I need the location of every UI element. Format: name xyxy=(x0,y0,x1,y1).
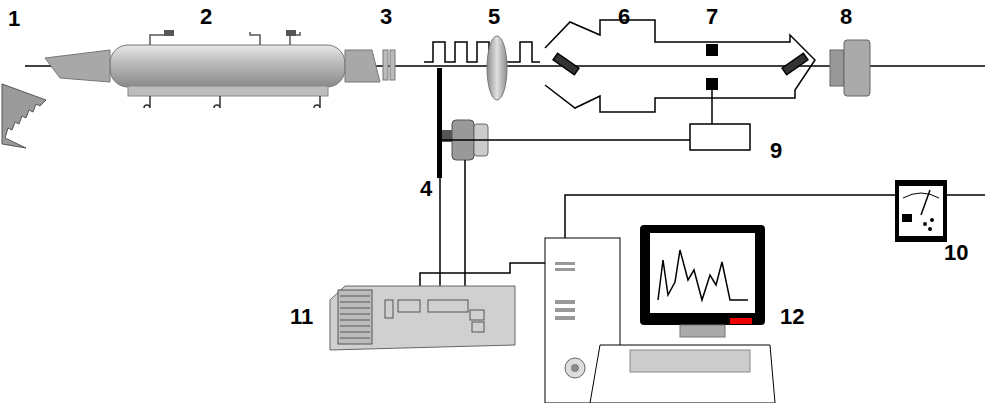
chopper xyxy=(437,68,488,178)
computer xyxy=(545,225,775,403)
callout-number: 10 xyxy=(944,242,968,264)
power-meter-head xyxy=(830,40,870,96)
microphone xyxy=(706,44,718,56)
grating xyxy=(2,84,46,148)
lens xyxy=(487,36,507,100)
window xyxy=(383,50,388,80)
callout-number: 7 xyxy=(706,6,718,28)
callout-number: 6 xyxy=(618,6,630,28)
preamplifier xyxy=(690,124,750,150)
meter xyxy=(895,180,947,242)
callout-number: 1 xyxy=(8,8,20,30)
microphone xyxy=(706,78,718,90)
laser-tube xyxy=(45,30,380,108)
callout-number: 9 xyxy=(770,140,782,162)
signal-wires xyxy=(345,140,985,300)
callout-number: 8 xyxy=(840,6,852,28)
modulated-beam xyxy=(424,42,540,62)
callout-number: 5 xyxy=(488,6,500,28)
callout-number: 3 xyxy=(380,6,392,28)
lock-in-amplifier xyxy=(330,286,515,350)
callout-number: 11 xyxy=(290,306,313,328)
callout-number: 2 xyxy=(200,6,212,28)
callout-number: 12 xyxy=(780,306,804,328)
photoacoustic-cell xyxy=(545,20,815,112)
callout-number: 4 xyxy=(420,178,432,200)
